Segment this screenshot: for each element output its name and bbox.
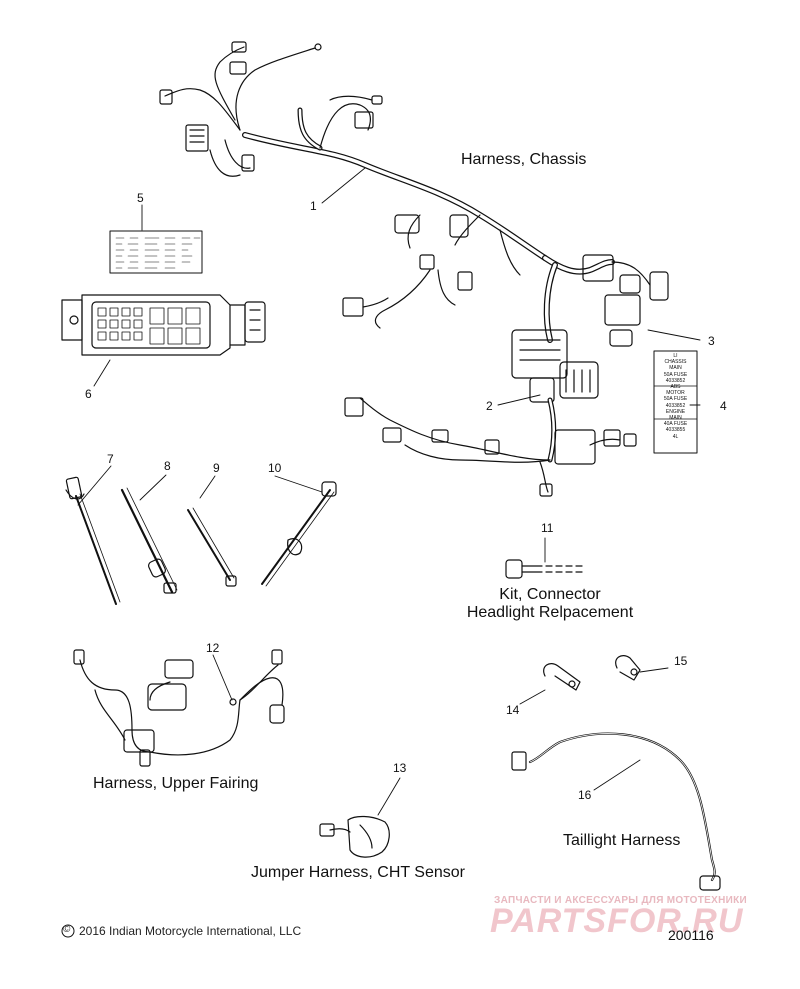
caption-harness-chassis: Harness, Chassis [461,151,587,168]
callout-leaders [77,167,701,816]
callout-7: 7 [107,452,114,466]
taillight-harness-part [511,732,721,891]
caption-harness-upper-fairing: Harness, Upper Fairing [93,775,259,792]
fuse-label-line: LI [673,353,678,359]
fuse-label-line: 50A FUSE [663,371,688,378]
callout-13: 13 [393,761,407,775]
fuse-label-text: LI CHASSIS MAIN 50A FUSE 4033852 ABS MOT… [655,353,696,440]
callout-10: 10 [268,461,282,475]
fuse-label-line: MAIN [669,365,682,372]
upper-fairing-harness-part [73,649,285,767]
fuse-label-line: MAIN [669,415,682,422]
caption-kit-connector-line1: Kit, Connector [499,586,601,603]
caption-taillight-harness: Taillight Harness [563,832,681,849]
clamp-parts [543,655,641,691]
callout-9: 9 [213,461,220,475]
fuse-label-line: 4033852 [665,402,686,409]
callout-5: 5 [137,191,144,205]
copyright-symbol: © [63,924,71,935]
callout-6: 6 [85,387,92,401]
callout-11: 11 [541,521,554,535]
callout-16: 16 [578,788,592,802]
watermark-logo: PARTSFOR.RU [490,902,744,940]
callout-8: 8 [164,459,171,473]
callout-2: 2 [486,399,493,413]
chassis-harness-part [159,41,669,497]
fuse-label-line: 4033855 [665,427,686,434]
copyright-text: 2016 Indian Motorcycle International, LL… [79,924,302,938]
watermark-tagline: ЗАПЧАСТИ И АКСЕССУАРЫ ДЛЯ МОТОТЕХНИКИ [494,895,747,906]
fuse-label-line: ABS [670,384,681,391]
fuse-box-part [61,294,266,356]
fuse-label-decal-part [653,350,698,454]
fuse-label-line: MOTOR [666,390,685,397]
jumper-harness-part [319,815,390,858]
connector-kit-part [505,559,583,579]
fuse-label-line: 50A FUSE [663,396,688,403]
callout-4: 4 [720,399,727,413]
fuse-label-line: 4033852 [665,377,686,384]
fuse-label-line: 40A FUSE [663,421,688,428]
fuse-cover-decal-part [109,230,203,274]
document-id: 200116 [668,927,714,943]
callout-15: 15 [674,654,688,668]
fuse-label-line: 4L [672,433,679,440]
callout-14: 14 [506,703,520,717]
callout-1: 1 [310,199,317,213]
cable-tie-parts [65,476,337,605]
callout-3: 3 [708,334,715,348]
caption-kit-connector-line2: Headlight Relpacement [466,604,634,621]
fuse-label-line: ENGINE [665,408,686,415]
caption-kit-connector: Kit, Connector Headlight Relpacement [456,586,644,622]
caption-jumper-harness: Jumper Harness, CHT Sensor [251,864,465,881]
fuse-label-line: CHASSIS [664,359,687,366]
callout-12: 12 [206,641,220,655]
